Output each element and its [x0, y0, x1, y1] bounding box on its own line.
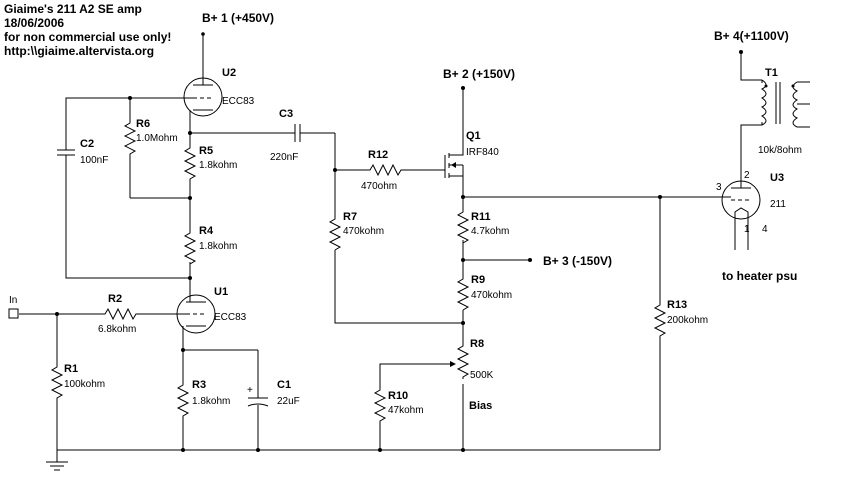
c3-ref: C3: [279, 108, 293, 120]
resistor-r8: [456, 342, 470, 379]
r13-value: 200kohm: [667, 315, 708, 326]
u2-ref: U2: [222, 67, 236, 79]
supply-b3-label: B+ 3 (-150V): [543, 254, 612, 268]
u1-value: ECC83: [214, 312, 247, 323]
r7-value: 470kohm: [343, 226, 384, 237]
resistor-r13: [653, 300, 667, 340]
r8-ref: R8: [470, 338, 484, 350]
q1-value: IRF840: [466, 147, 499, 158]
r11-value: 4.7kohm: [471, 226, 509, 237]
input-terminal: [8, 308, 19, 319]
r1-value: 100kohm: [64, 379, 105, 390]
r5-ref: R5: [199, 145, 213, 157]
r7-ref: R7: [343, 211, 357, 223]
r8-value: 500K: [470, 370, 494, 381]
u3-pin4: 4: [762, 224, 768, 235]
resistor-r3: [176, 380, 190, 418]
heater-note: to heater psu: [722, 269, 797, 283]
u3-ref: U3: [770, 172, 784, 184]
c2-value: 100nF: [80, 155, 108, 166]
c3-value: 220nF: [270, 152, 298, 163]
c2-ref: C2: [80, 138, 94, 150]
c1-ref: C1: [277, 379, 291, 391]
capacitor-c1: [247, 392, 269, 410]
capacitor-c3: [290, 124, 305, 142]
resistor-r1: [50, 362, 64, 402]
u2-value: ECC83: [222, 96, 255, 107]
u3-pin3: 3: [716, 182, 722, 193]
supply-b1-label: B+ 1 (+450V): [202, 11, 274, 25]
bias-label: Bias: [469, 400, 492, 412]
resistor-r12: [365, 163, 405, 177]
u1-ref: U1: [214, 286, 228, 298]
r10-value: 47kohm: [388, 405, 424, 416]
r9-value: 470kohm: [471, 290, 512, 301]
transformer-t1: [760, 79, 810, 128]
resistor-r4: [183, 228, 197, 265]
capacitor-c2: [57, 143, 75, 161]
r11-ref: R11: [471, 211, 491, 223]
q1-ref: Q1: [466, 130, 481, 142]
t1-value: 10k/8ohm: [758, 145, 802, 156]
r2-value: 6.8kohm: [98, 324, 136, 335]
mosfet-q1: [444, 150, 464, 180]
junction-dots: [55, 50, 743, 452]
c1-value: 22uF: [277, 396, 300, 407]
wires: [19, 32, 762, 462]
r8-wiper-arrow: [450, 361, 456, 367]
r1-ref: R1: [64, 363, 78, 375]
r6-ref: R6: [136, 118, 150, 130]
u3-value: 211: [770, 199, 786, 210]
resistor-r6: [123, 118, 137, 161]
resistor-r11: [456, 208, 470, 244]
r4-ref: R4: [199, 225, 214, 237]
resistor-r7: [328, 215, 342, 251]
t1-ref: T1: [765, 67, 778, 79]
resistor-r10: [373, 385, 387, 425]
r3-ref: R3: [192, 379, 206, 391]
r4-value: 1.8kohm: [199, 241, 237, 252]
tube-u2: [183, 72, 223, 119]
r6-value: 1.0Mohm: [136, 133, 178, 144]
resistor-r5: [183, 143, 197, 183]
supply-b2-label: B+ 2 (+150V): [443, 67, 515, 81]
r12-ref: R12: [368, 149, 388, 161]
r10-ref: R10: [388, 390, 408, 402]
r2-ref: R2: [108, 293, 122, 305]
title-line: Giaime's 211 A2 SE amp: [4, 2, 142, 16]
c1-polarity: +: [247, 385, 253, 396]
r12-value: 470ohm: [361, 181, 397, 192]
input-label: In: [9, 295, 17, 306]
ground-symbol: [46, 450, 68, 471]
tube-u1: [176, 294, 216, 338]
resistor-r2: [100, 307, 140, 321]
u3-pin1: 1: [744, 224, 750, 235]
r13-ref: R13: [667, 299, 687, 311]
url-line: http:\\giaime.altervista.org: [4, 44, 154, 58]
date-line: 18/06/2006: [4, 16, 64, 30]
u3-pin2: 2: [744, 170, 750, 181]
resistor-r9: [456, 275, 470, 311]
supply-b4-label: B+ 4(+1100V): [714, 29, 789, 43]
r3-value: 1.8kohm: [192, 396, 230, 407]
license-line: for non commercial use only!: [4, 30, 171, 44]
tube-u3: [720, 180, 761, 222]
r9-ref: R9: [471, 274, 485, 286]
r5-value: 1.8kohm: [199, 160, 237, 171]
